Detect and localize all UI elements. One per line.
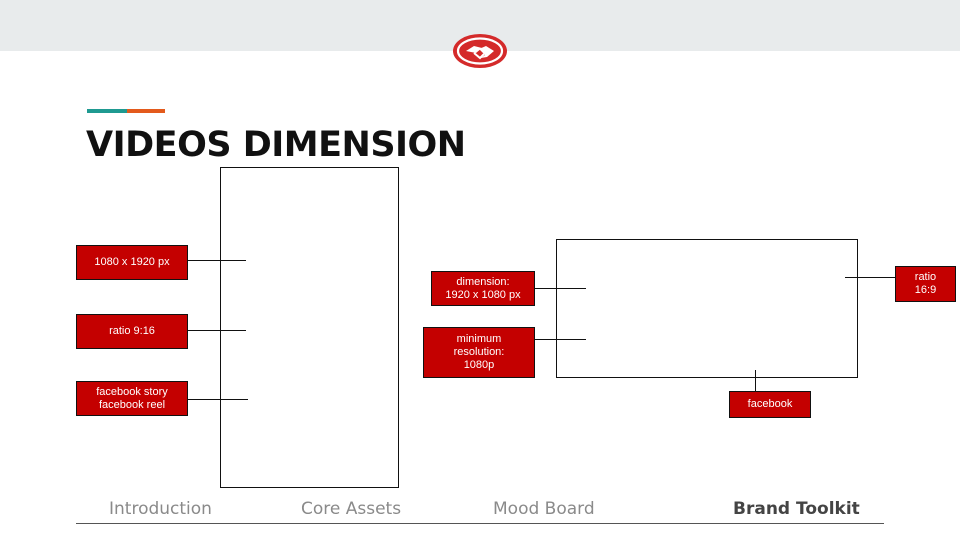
portrait-platform-tag: facebook story facebook reel (76, 381, 188, 416)
connector-line (755, 370, 756, 392)
portrait-ratio-tag: ratio 9:16 (76, 314, 188, 349)
connector-line (187, 330, 246, 331)
accent-bar-orange (127, 109, 165, 113)
portrait-video-frame (220, 167, 399, 488)
connector-line (534, 339, 586, 340)
landscape-video-frame (556, 239, 858, 378)
landscape-dimension-tag: dimension: 1920 x 1080 px (431, 271, 535, 306)
page-title: VIDEOS DIMENSION (86, 125, 466, 165)
connector-line (534, 288, 586, 289)
landscape-platform-tag: facebook (729, 391, 811, 418)
connector-line (187, 260, 246, 261)
handshake-icon (453, 34, 507, 68)
accent-bar-teal (87, 109, 127, 113)
landscape-resolution-tag: minimum resolution: 1080p (423, 327, 535, 378)
connector-line (845, 277, 897, 278)
landscape-ratio-tag: ratio 16:9 (895, 266, 956, 302)
connector-line (187, 399, 248, 400)
nav-core-assets[interactable]: Core Assets (301, 499, 402, 519)
nav-mood-board[interactable]: Mood Board (493, 499, 595, 519)
nav-introduction[interactable]: Introduction (109, 499, 212, 519)
portrait-size-tag: 1080 x 1920 px (76, 245, 188, 280)
nav-brand-toolkit[interactable]: Brand Toolkit (733, 499, 860, 519)
nav-divider (76, 523, 884, 524)
